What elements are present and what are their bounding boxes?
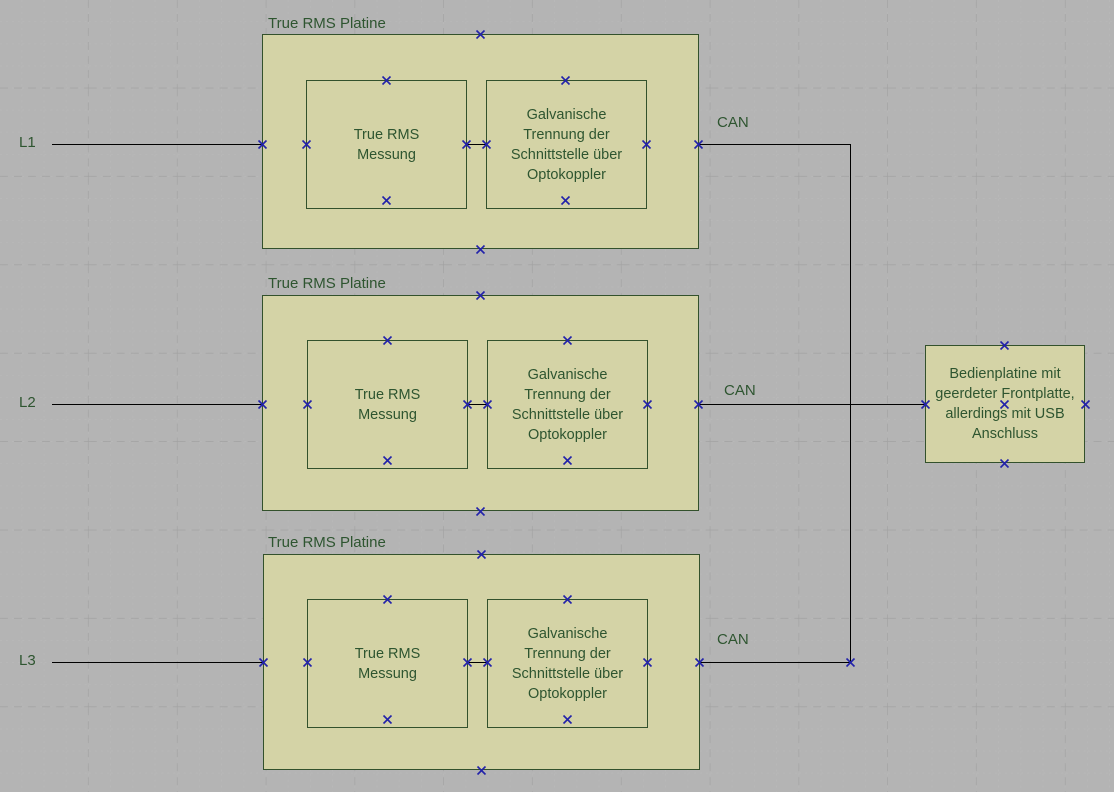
wire-l3-input <box>52 662 264 663</box>
wire-board3-internal <box>468 662 488 663</box>
board-3-block-galvanische-trennung[interactable]: Galvanische Trennung der Schnittstelle ü… <box>487 599 648 728</box>
label-can-1: CAN <box>717 114 749 131</box>
label-l2: L2 <box>19 394 36 411</box>
label-l3: L3 <box>19 652 36 669</box>
label-l1: L1 <box>19 134 36 151</box>
board-2-block-1-label: True RMS Messung <box>354 386 421 423</box>
board-title-3: True RMS Platine <box>268 534 386 551</box>
board-2-block-galvanische-trennung[interactable]: Galvanische Trennung der Schnittstelle ü… <box>487 340 648 469</box>
board-3-block-1-label: True RMS Messung <box>354 645 421 682</box>
board-1[interactable] <box>262 34 699 249</box>
wire-board1-internal <box>467 144 487 145</box>
board-1-block-2-label: Galvanische Trennung der Schnittstelle ü… <box>510 106 623 183</box>
control-board-label: Bedienplatine mit geerdeter Frontplatte,… <box>935 366 1075 442</box>
board-title-1: True RMS Platine <box>268 15 386 32</box>
wire-board3-can-out <box>700 662 851 663</box>
wire-l1-input <box>52 144 263 145</box>
wire-l2-input <box>52 404 263 405</box>
wire-board2-internal <box>468 404 488 405</box>
board-2-block-2-label: Galvanische Trennung der Schnittstelle ü… <box>511 366 624 443</box>
wire-board2-can-out <box>699 404 926 405</box>
label-can-3: CAN <box>717 631 749 648</box>
board-title-2: True RMS Platine <box>268 275 386 292</box>
board-1-block-true-rms-messung[interactable]: True RMS Messung <box>306 80 467 209</box>
board-1-block-1-label: True RMS Messung <box>353 126 420 163</box>
board-2-block-true-rms-messung[interactable]: True RMS Messung <box>307 340 468 469</box>
control-board[interactable]: Bedienplatine mit geerdeter Frontplatte,… <box>925 345 1085 463</box>
board-3-block-2-label: Galvanische Trennung der Schnittstelle ü… <box>511 625 624 702</box>
board-1-block-galvanische-trennung[interactable]: Galvanische Trennung der Schnittstelle ü… <box>486 80 647 209</box>
wire-can-bus-upper <box>850 144 851 405</box>
board-3-block-true-rms-messung[interactable]: True RMS Messung <box>307 599 468 728</box>
label-can-2: CAN <box>724 382 756 399</box>
wire-can-bus-lower <box>850 404 851 663</box>
wire-board1-can-out <box>699 144 851 145</box>
